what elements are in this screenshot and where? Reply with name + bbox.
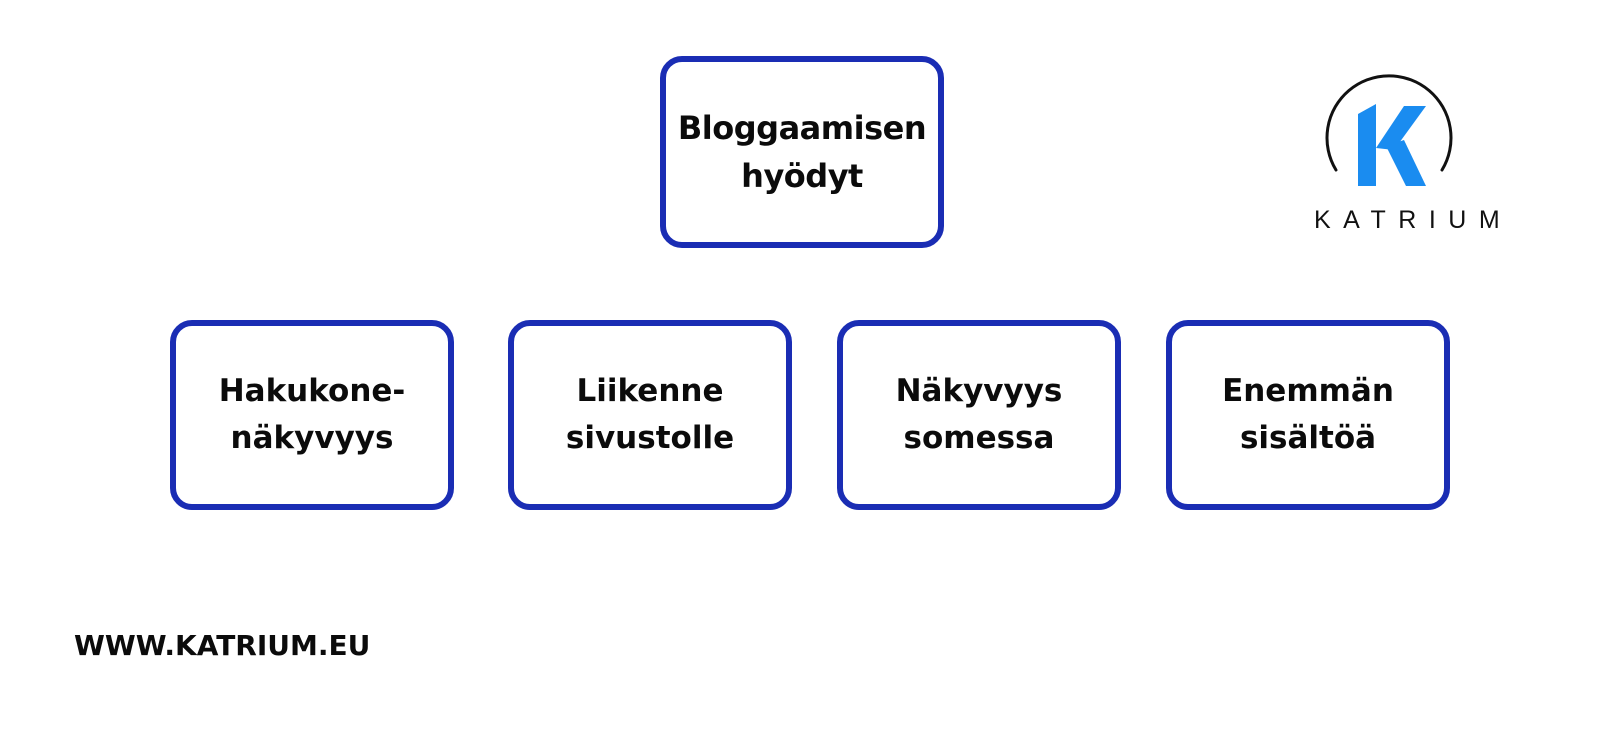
benefit-line: Näkyvyys (895, 373, 1063, 409)
benefit-label: Liikenne sivustolle (566, 368, 734, 462)
benefit-label: Enemmän sisältöä (1222, 368, 1394, 462)
root-node-label: Bloggaamisen hyödyt (677, 104, 927, 200)
katrium-k-circle-icon (1325, 74, 1453, 186)
katrium-logo: KATRIUM (1300, 70, 1540, 240)
root-node-line: Bloggaamisen (677, 109, 927, 147)
benefit-label: Näkyvyys somessa (896, 368, 1063, 462)
logo-wordmark: KATRIUM (1314, 206, 1513, 234)
logo-ring-arc (1325, 74, 1453, 172)
benefit-line: sivustolle (565, 420, 735, 456)
benefit-label: Hakukone- näkyvyys (219, 368, 406, 462)
benefit-box-site-traffic: Liikenne sivustolle (508, 320, 792, 510)
root-node-box: Bloggaamisen hyödyt (660, 56, 944, 248)
benefit-box-social-visibility: Näkyvyys somessa (837, 320, 1121, 510)
logo-k-monogram (1358, 104, 1426, 186)
benefit-line: Liikenne (576, 373, 724, 409)
benefit-box-search-visibility: Hakukone- näkyvyys (170, 320, 454, 510)
benefit-line: somessa (903, 420, 1055, 456)
website-url: WWW.KATRIUM.EU (74, 629, 371, 662)
root-node-line: hyödyt (741, 157, 863, 195)
benefit-line: näkyvyys (230, 420, 394, 456)
benefit-line: Enemmän (1222, 373, 1394, 409)
benefit-line: sisältöä (1239, 420, 1377, 456)
benefit-box-more-content: Enemmän sisältöä (1166, 320, 1450, 510)
benefit-line: Hakukone- (218, 373, 406, 409)
